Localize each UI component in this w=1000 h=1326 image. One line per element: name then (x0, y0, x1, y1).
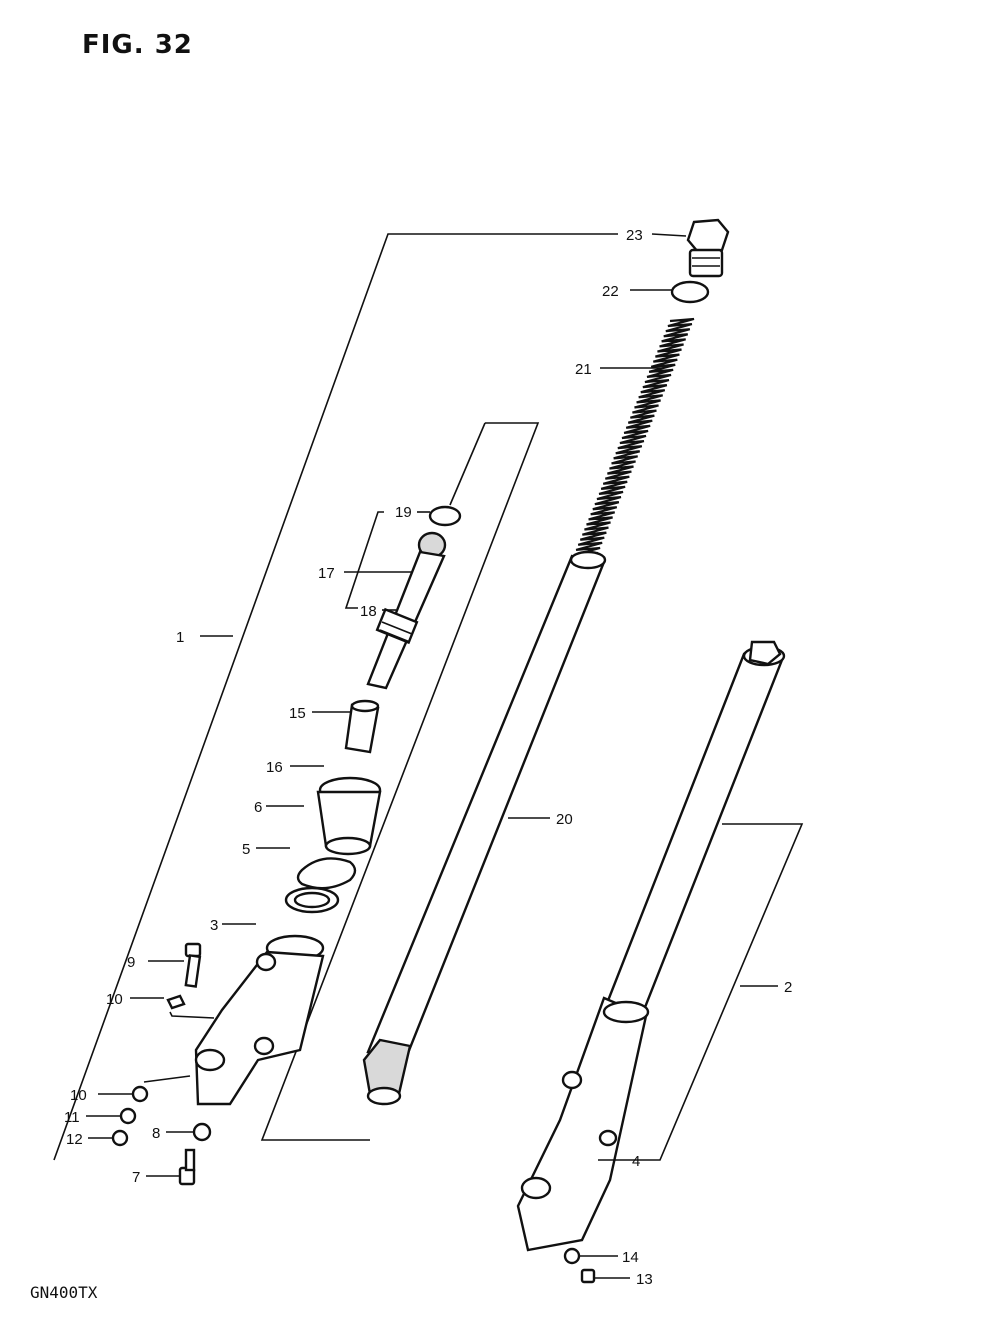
assembly-bracket-inner (260, 422, 540, 1141)
damper-rod-bolt (178, 1148, 196, 1186)
damper-rod (366, 531, 447, 690)
callout-1: 1 (176, 629, 184, 646)
callout-16: 16 (266, 759, 283, 776)
fork-cap-bolt (686, 218, 730, 278)
callout-12: 12 (66, 1131, 83, 1148)
figure-title: FIG. 32 (82, 30, 193, 60)
callout-13: 13 (636, 1271, 653, 1288)
callout-17: 17 (318, 565, 335, 582)
callout-2: 2 (784, 979, 792, 996)
oil-seal (284, 886, 340, 914)
nut-upper (166, 994, 186, 1010)
callout-4: 4 (632, 1153, 640, 1170)
callout-11: 11 (64, 1109, 80, 1126)
callout-14: 14 (622, 1249, 639, 1266)
callout-19: 19 (395, 504, 412, 521)
callout-10-upper: 10 (106, 991, 123, 1008)
assembly-bracket-1 (53, 233, 618, 1161)
axle-pinch-bolt (184, 942, 202, 988)
callout-18: 18 (360, 603, 377, 620)
outer-tube-left (194, 934, 325, 1106)
piston-ring (428, 505, 462, 527)
model-code: GN400TX (30, 1283, 98, 1302)
callout-20: 20 (556, 811, 573, 828)
callout-9: 9 (127, 954, 135, 971)
gasket-right (563, 1247, 581, 1265)
right-fork-assembly (516, 640, 786, 1252)
washer (131, 1085, 149, 1103)
leader-lines (86, 233, 778, 1279)
callout-3: 3 (210, 917, 218, 934)
drain-bolt (580, 1268, 596, 1284)
assembly-bracket-2 (628, 823, 804, 1161)
spring-washer (119, 1107, 137, 1125)
callout-21: 21 (575, 361, 592, 378)
dust-seal (316, 776, 382, 856)
callout-15: 15 (289, 705, 306, 722)
callout-7: 7 (132, 1169, 140, 1186)
fork-spring (573, 317, 695, 557)
callout-labels: 23 22 21 19 17 18 1 15 16 6 20 5 3 9 2 1… (64, 227, 792, 1288)
callout-6: 6 (254, 799, 262, 816)
o-ring (670, 280, 710, 304)
callout-5: 5 (242, 841, 250, 858)
gasket (192, 1122, 212, 1142)
callout-23: 23 (626, 227, 643, 244)
inner-fork-tube (362, 550, 607, 1106)
oil-lock-piece (344, 699, 380, 754)
stopper-ring (296, 857, 357, 890)
nut-lower (111, 1129, 129, 1147)
callout-8: 8 (152, 1125, 160, 1142)
callout-10-lower: 10 (70, 1087, 87, 1104)
callout-22: 22 (602, 283, 619, 300)
